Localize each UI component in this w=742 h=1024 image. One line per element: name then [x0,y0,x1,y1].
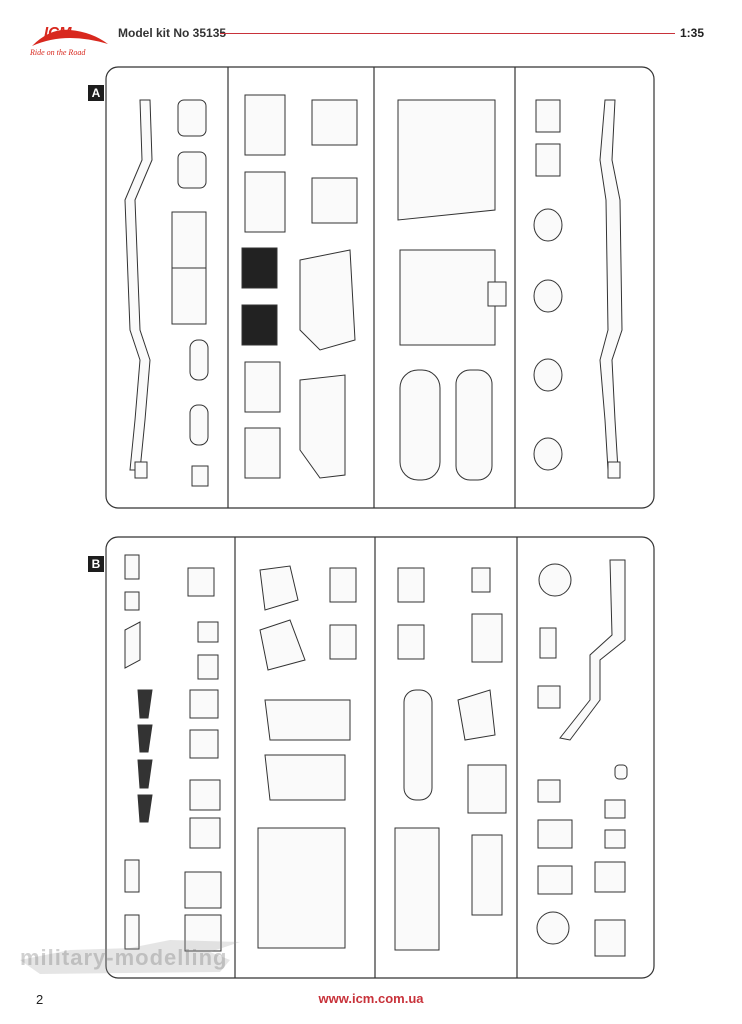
sprue-a-frame [105,66,655,509]
watermark-text: military-modelling [20,945,228,970]
sprue-b-parts [124,554,628,957]
icm-logo [32,29,108,46]
sprue-b-frame [105,536,655,979]
scale-label: 1:35 [680,26,705,40]
page-number: 2 [36,992,44,1007]
brand-tagline: Ride on the Road [30,48,86,57]
sprue-a-parts [124,94,623,487]
header-rule [220,33,675,34]
website-link[interactable]: www.icm.com.ua [318,991,424,1006]
watermark-tank-silhouette [20,940,240,974]
sprue-letter-b: B [88,556,104,572]
brand-name: ICM [44,24,72,41]
page-header: ICM Ride on the Road Model kit No 35135 … [0,0,742,60]
sprue-letter-a: A [88,85,104,101]
kit-title: Model kit No 35135 [118,26,227,40]
